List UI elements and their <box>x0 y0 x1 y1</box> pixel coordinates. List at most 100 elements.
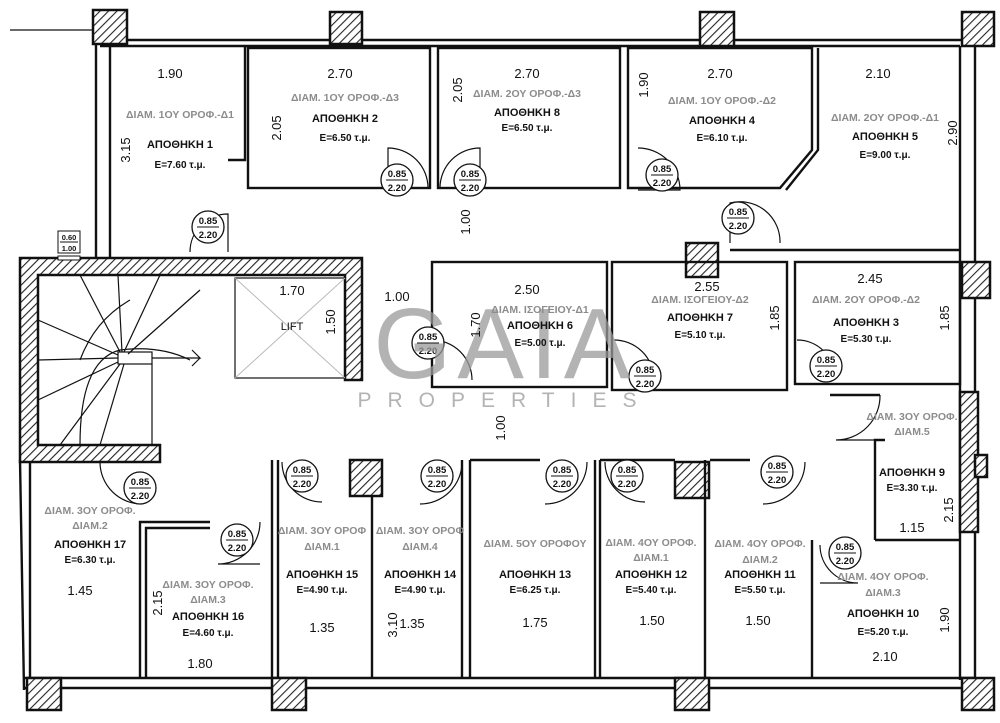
dimension-label: 1.70 <box>279 283 304 298</box>
lift-label: LIFT <box>281 321 304 333</box>
door-size-tag: 0.852.20 <box>721 201 755 235</box>
door-width: 0.85 <box>131 477 150 488</box>
room-area: Ε=5.40 τ.μ. <box>626 585 677 596</box>
dimension-label: 2.50 <box>514 282 539 297</box>
dimension-label: 2.10 <box>872 649 897 664</box>
room-name: ΑΠΟΘΗΚΗ 2 <box>312 113 378 125</box>
room-walls <box>138 46 962 678</box>
room-area: Ε=4.60 τ.μ. <box>183 628 234 639</box>
room-name: ΑΠΟΘΗΚΗ 9 <box>879 467 945 479</box>
room-area: Ε=4.90 τ.μ. <box>395 585 446 596</box>
dimension-label: 1.75 <box>522 615 547 630</box>
dimension-label: 1.90 <box>636 72 651 97</box>
door-size-tag: 0.852.20 <box>760 455 794 489</box>
svg-text:GAIA: GAIA <box>374 288 637 400</box>
dimension-label: 2.15 <box>150 590 165 615</box>
dimension-label: 1.50 <box>745 613 770 628</box>
room-area: Ε=6.30 τ.μ. <box>65 555 116 566</box>
room-owner: ΔΙΑΜ. 2ΟΥ ΟΡΟΦ.-Δ2 <box>812 294 920 306</box>
door-height: 2.20 <box>636 379 655 390</box>
room-name: ΑΠΟΘΗΚΗ 10 <box>847 608 919 620</box>
room-name: ΑΠΟΘΗΚΗ 17 <box>54 539 126 551</box>
door-tags: 0.85 2.20 0.85 2.20 0.85 2.20 0.85 2.20 0.85 2.20… <box>123 158 862 570</box>
dimension-label: 2.70 <box>707 66 732 81</box>
room-name: ΑΠΟΘΗΚΗ 6 <box>507 320 573 332</box>
dimension-label: 2.10 <box>865 66 890 81</box>
lift-shaft <box>234 277 346 379</box>
door-height: 2.20 <box>199 230 218 241</box>
door-size-tag: 0.852.20 <box>610 459 644 493</box>
room-name: ΑΠΟΘΗΚΗ 8 <box>494 107 560 119</box>
dimension-label: 2.90 <box>945 120 960 145</box>
room-name: ΑΠΟΘΗΚΗ 16 <box>172 611 244 623</box>
door-width: 0.85 <box>428 465 447 476</box>
room-owner: ΔΙΑΜ. 1ΟΥ ΟΡΟΦ.-Δ2 <box>668 95 776 107</box>
svg-text:0.60: 0.60 <box>62 233 77 242</box>
dimension-label: 1.70 <box>468 312 483 337</box>
dimension-label: 2.55 <box>694 279 719 294</box>
door-width: 0.85 <box>836 542 855 553</box>
room-owner-unit: ΔΙΑΜ.5 <box>894 426 930 438</box>
dimension-label: 2.05 <box>269 115 284 140</box>
dimension-label: 1.50 <box>323 309 338 334</box>
door-width: 0.85 <box>228 529 247 540</box>
room-name: ΑΠΟΘΗΚΗ 14 <box>384 569 457 581</box>
door-height: 2.20 <box>428 479 447 490</box>
door-height: 2.20 <box>618 479 637 490</box>
room-name: ΑΠΟΘΗΚΗ 13 <box>499 569 571 581</box>
dimension-label: 2.45 <box>857 271 882 286</box>
room-name: ΑΠΟΘΗΚΗ 1 <box>147 139 213 151</box>
dimension-label: 1.35 <box>309 620 334 635</box>
door-width: 0.85 <box>461 169 480 180</box>
room-area: Ε=5.10 τ.μ. <box>675 330 726 341</box>
door-width: 0.85 <box>636 365 655 376</box>
room-owner-unit: ΔΙΑΜ.4 <box>402 541 438 553</box>
dimension-label: 1.80 <box>187 656 212 671</box>
door-height: 2.20 <box>553 479 572 490</box>
door-size-tag: 0.852.20 <box>380 163 414 197</box>
dimension-label: 1.35 <box>399 616 424 631</box>
room-name: ΑΠΟΘΗΚΗ 5 <box>852 131 918 143</box>
room-name: ΑΠΟΘΗΚΗ 12 <box>615 569 687 581</box>
window <box>57 255 81 261</box>
dimension-label: 3.15 <box>118 137 133 162</box>
door-size-tag: 0.852.20 <box>285 459 319 493</box>
room-name: ΑΠΟΘΗΚΗ 4 <box>689 115 756 127</box>
room-area: Ε=5.30 τ.μ. <box>841 334 892 345</box>
door-width: 0.85 <box>817 355 836 366</box>
room-owner: ΔΙΑΜ. 5ΟΥ ΟΡΟΦΟΥ <box>483 538 586 550</box>
window-tag: 0.60 1.00 <box>57 230 81 254</box>
room-owner: ΔΙΑΜ. ΙΣΟΓΕΙΟΥ-Δ1 <box>491 304 589 316</box>
room-owner-unit: ΔΙΑΜ.2 <box>742 554 778 566</box>
door-height: 2.20 <box>131 491 150 502</box>
svg-text:1.00: 1.00 <box>62 244 77 253</box>
room-owner: ΔΙΑΜ. 1ΟΥ ΟΡΟΦ.-Δ3 <box>291 92 399 104</box>
door-size-tag: 0.852.20 <box>809 349 843 383</box>
door-height: 2.20 <box>461 183 480 194</box>
dimension-label: 1.00 <box>384 289 409 304</box>
door-swings <box>99 147 881 584</box>
dimension-label: 2.15 <box>941 497 956 522</box>
stair-core: LIFT 0.60 1.00 <box>18 230 364 464</box>
door-size-tag: 0.85 2.20 <box>628 359 662 393</box>
door-width: 0.85 <box>768 461 787 472</box>
room-owner: ΔΙΑΜ. 3ΟΥ ΟΡΟΦ <box>376 525 465 537</box>
door-height: 2.20 <box>419 346 438 357</box>
door-height: 2.20 <box>836 556 855 567</box>
room-area: Ε=5.50 τ.μ. <box>735 585 786 596</box>
room-area: Ε=6.50 τ.μ. <box>320 133 371 144</box>
door-size-tag: 0.852.20 <box>411 326 445 360</box>
door-width: 0.85 <box>199 216 218 227</box>
door-size-tag: 0.85 2.20 <box>828 536 862 570</box>
